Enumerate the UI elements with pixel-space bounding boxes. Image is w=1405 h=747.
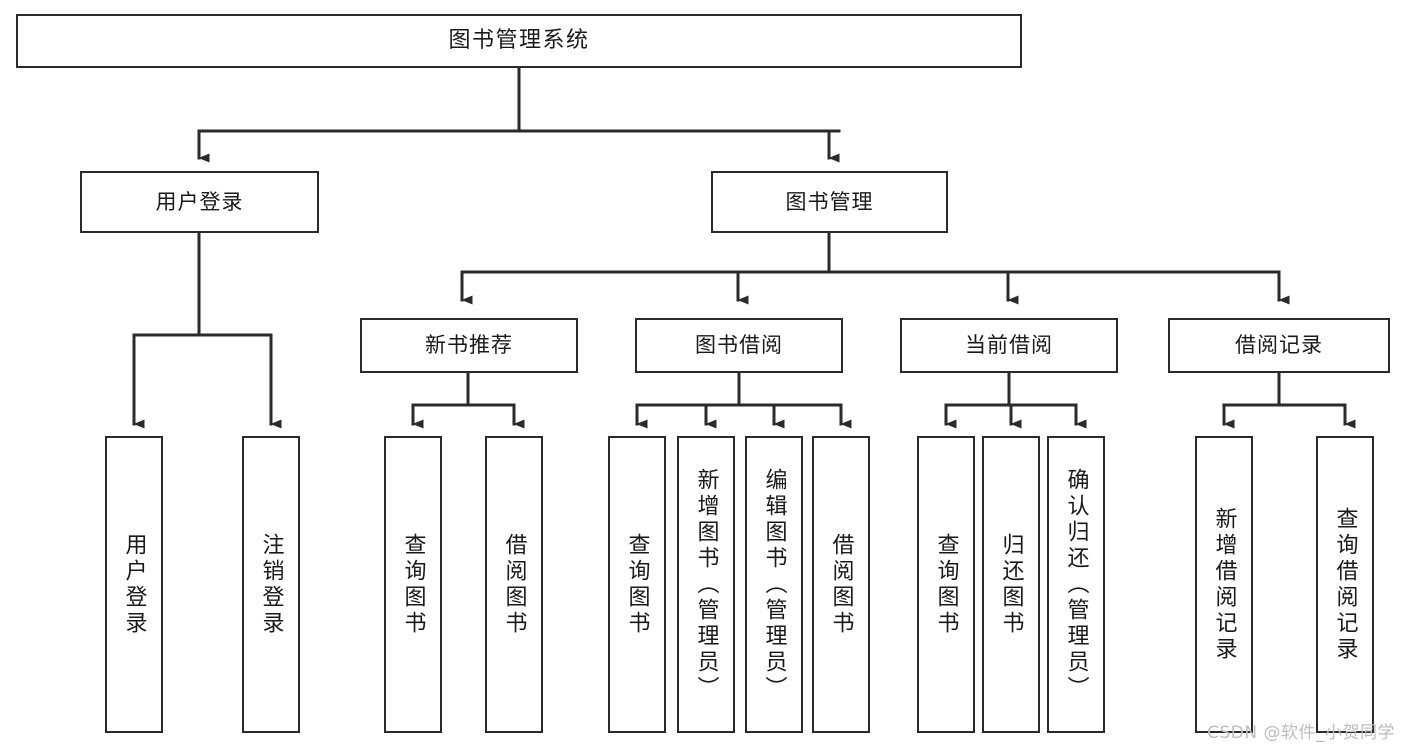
leaf-label: 归还图书 [998, 532, 1024, 637]
leaf-user-login-login[interactable]: 用户登录 [105, 436, 163, 733]
leaf-label: 查询借阅记录 [1332, 506, 1358, 663]
node-new-book-recommend-label: 新书推荐 [425, 333, 513, 358]
leaf-user-login-logout[interactable]: 注销登录 [242, 436, 300, 733]
leaf-borrow-borrow-book[interactable]: 借阅图书 [812, 436, 870, 733]
leaf-recommend-query-book[interactable]: 查询图书 [384, 436, 442, 733]
node-root-label: 图书管理系统 [448, 28, 590, 54]
node-user-login-label: 用户登录 [155, 189, 244, 214]
leaf-record-query-record[interactable]: 查询借阅记录 [1316, 436, 1374, 733]
node-current-borrow-label: 当前借阅 [965, 333, 1053, 358]
node-user-login[interactable]: 用户登录 [80, 171, 319, 233]
leaf-current-return-book[interactable]: 归还图书 [982, 436, 1040, 733]
node-current-borrow[interactable]: 当前借阅 [900, 318, 1118, 373]
leaf-recommend-borrow-book[interactable]: 借阅图书 [485, 436, 543, 733]
node-borrow-record-label: 借阅记录 [1235, 333, 1323, 358]
node-book-borrow-label: 图书借阅 [695, 333, 783, 358]
leaf-label: 新增借阅记录 [1211, 506, 1237, 663]
leaf-label: 编辑图书（管理员） [761, 467, 787, 702]
node-new-book-recommend[interactable]: 新书推荐 [360, 318, 578, 373]
node-book-borrow[interactable]: 图书借阅 [635, 318, 843, 373]
leaf-label: 借阅图书 [828, 532, 854, 637]
node-borrow-record[interactable]: 借阅记录 [1168, 318, 1390, 373]
leaf-borrow-edit-book-admin[interactable]: 编辑图书（管理员） [745, 436, 803, 733]
leaf-label: 查询图书 [400, 532, 426, 637]
leaf-label: 查询图书 [933, 532, 959, 637]
csdn-watermark: CSDN @软件_小贺同学 [1207, 723, 1395, 743]
leaf-label: 查询图书 [624, 532, 650, 637]
node-book-management[interactable]: 图书管理 [711, 171, 948, 233]
leaf-label: 新增图书（管理员） [693, 467, 719, 702]
leaf-label: 借阅图书 [501, 532, 527, 637]
leaf-borrow-query-book[interactable]: 查询图书 [608, 436, 666, 733]
leaf-label: 注销登录 [258, 532, 284, 637]
leaf-current-confirm-return-admin[interactable]: 确认归还（管理员） [1047, 436, 1105, 733]
leaf-label: 确认归还（管理员） [1063, 467, 1089, 702]
node-book-management-label: 图书管理 [785, 189, 874, 214]
leaf-record-add-record[interactable]: 新增借阅记录 [1195, 436, 1253, 733]
leaf-borrow-add-book-admin[interactable]: 新增图书（管理员） [677, 436, 735, 733]
node-root[interactable]: 图书管理系统 [16, 14, 1022, 68]
leaf-current-query-book[interactable]: 查询图书 [917, 436, 975, 733]
leaf-label: 用户登录 [121, 532, 147, 637]
